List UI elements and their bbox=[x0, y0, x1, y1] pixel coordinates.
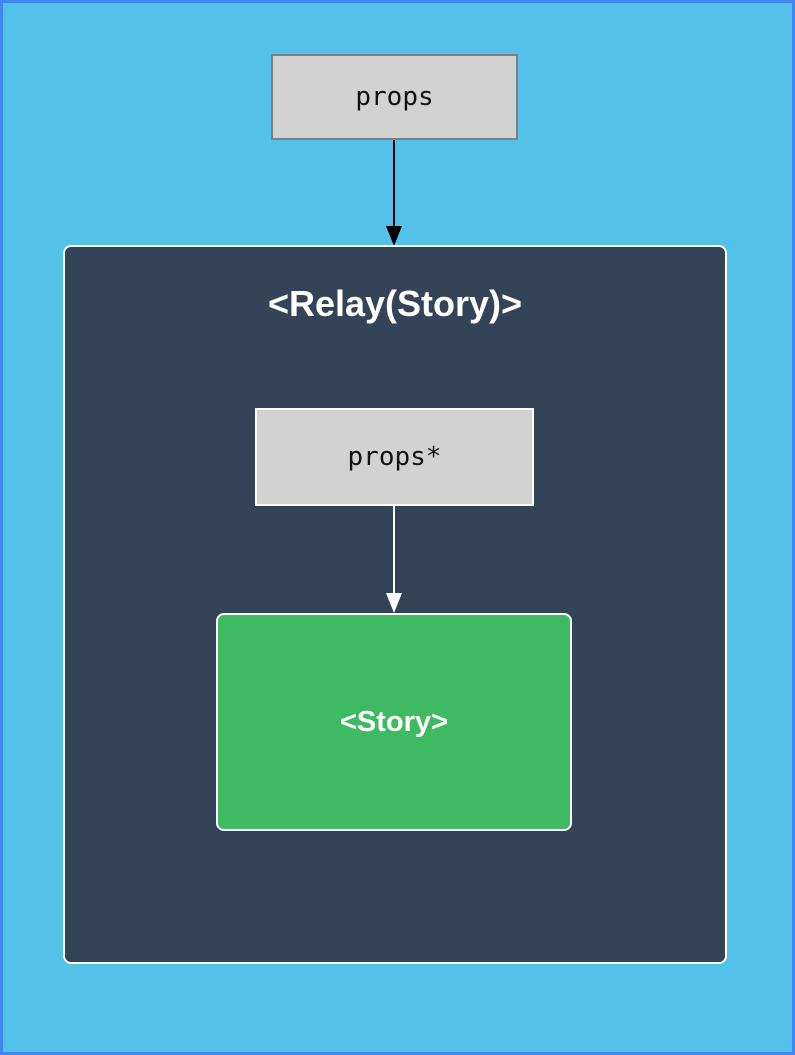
props-box: props bbox=[271, 54, 518, 140]
props-star-box-label: props* bbox=[347, 442, 442, 472]
relay-title: <Relay(Story)> bbox=[267, 283, 523, 324]
story-box: <Story> bbox=[216, 613, 572, 831]
props-to-relay-arrow bbox=[386, 140, 402, 246]
relay-container: <Relay(Story)> props* <Story> bbox=[63, 245, 727, 964]
props-to-story-arrow bbox=[386, 506, 402, 613]
props-star-box: props* bbox=[255, 408, 534, 506]
props-box-label: props bbox=[355, 82, 434, 112]
story-box-label: <Story> bbox=[340, 705, 448, 738]
